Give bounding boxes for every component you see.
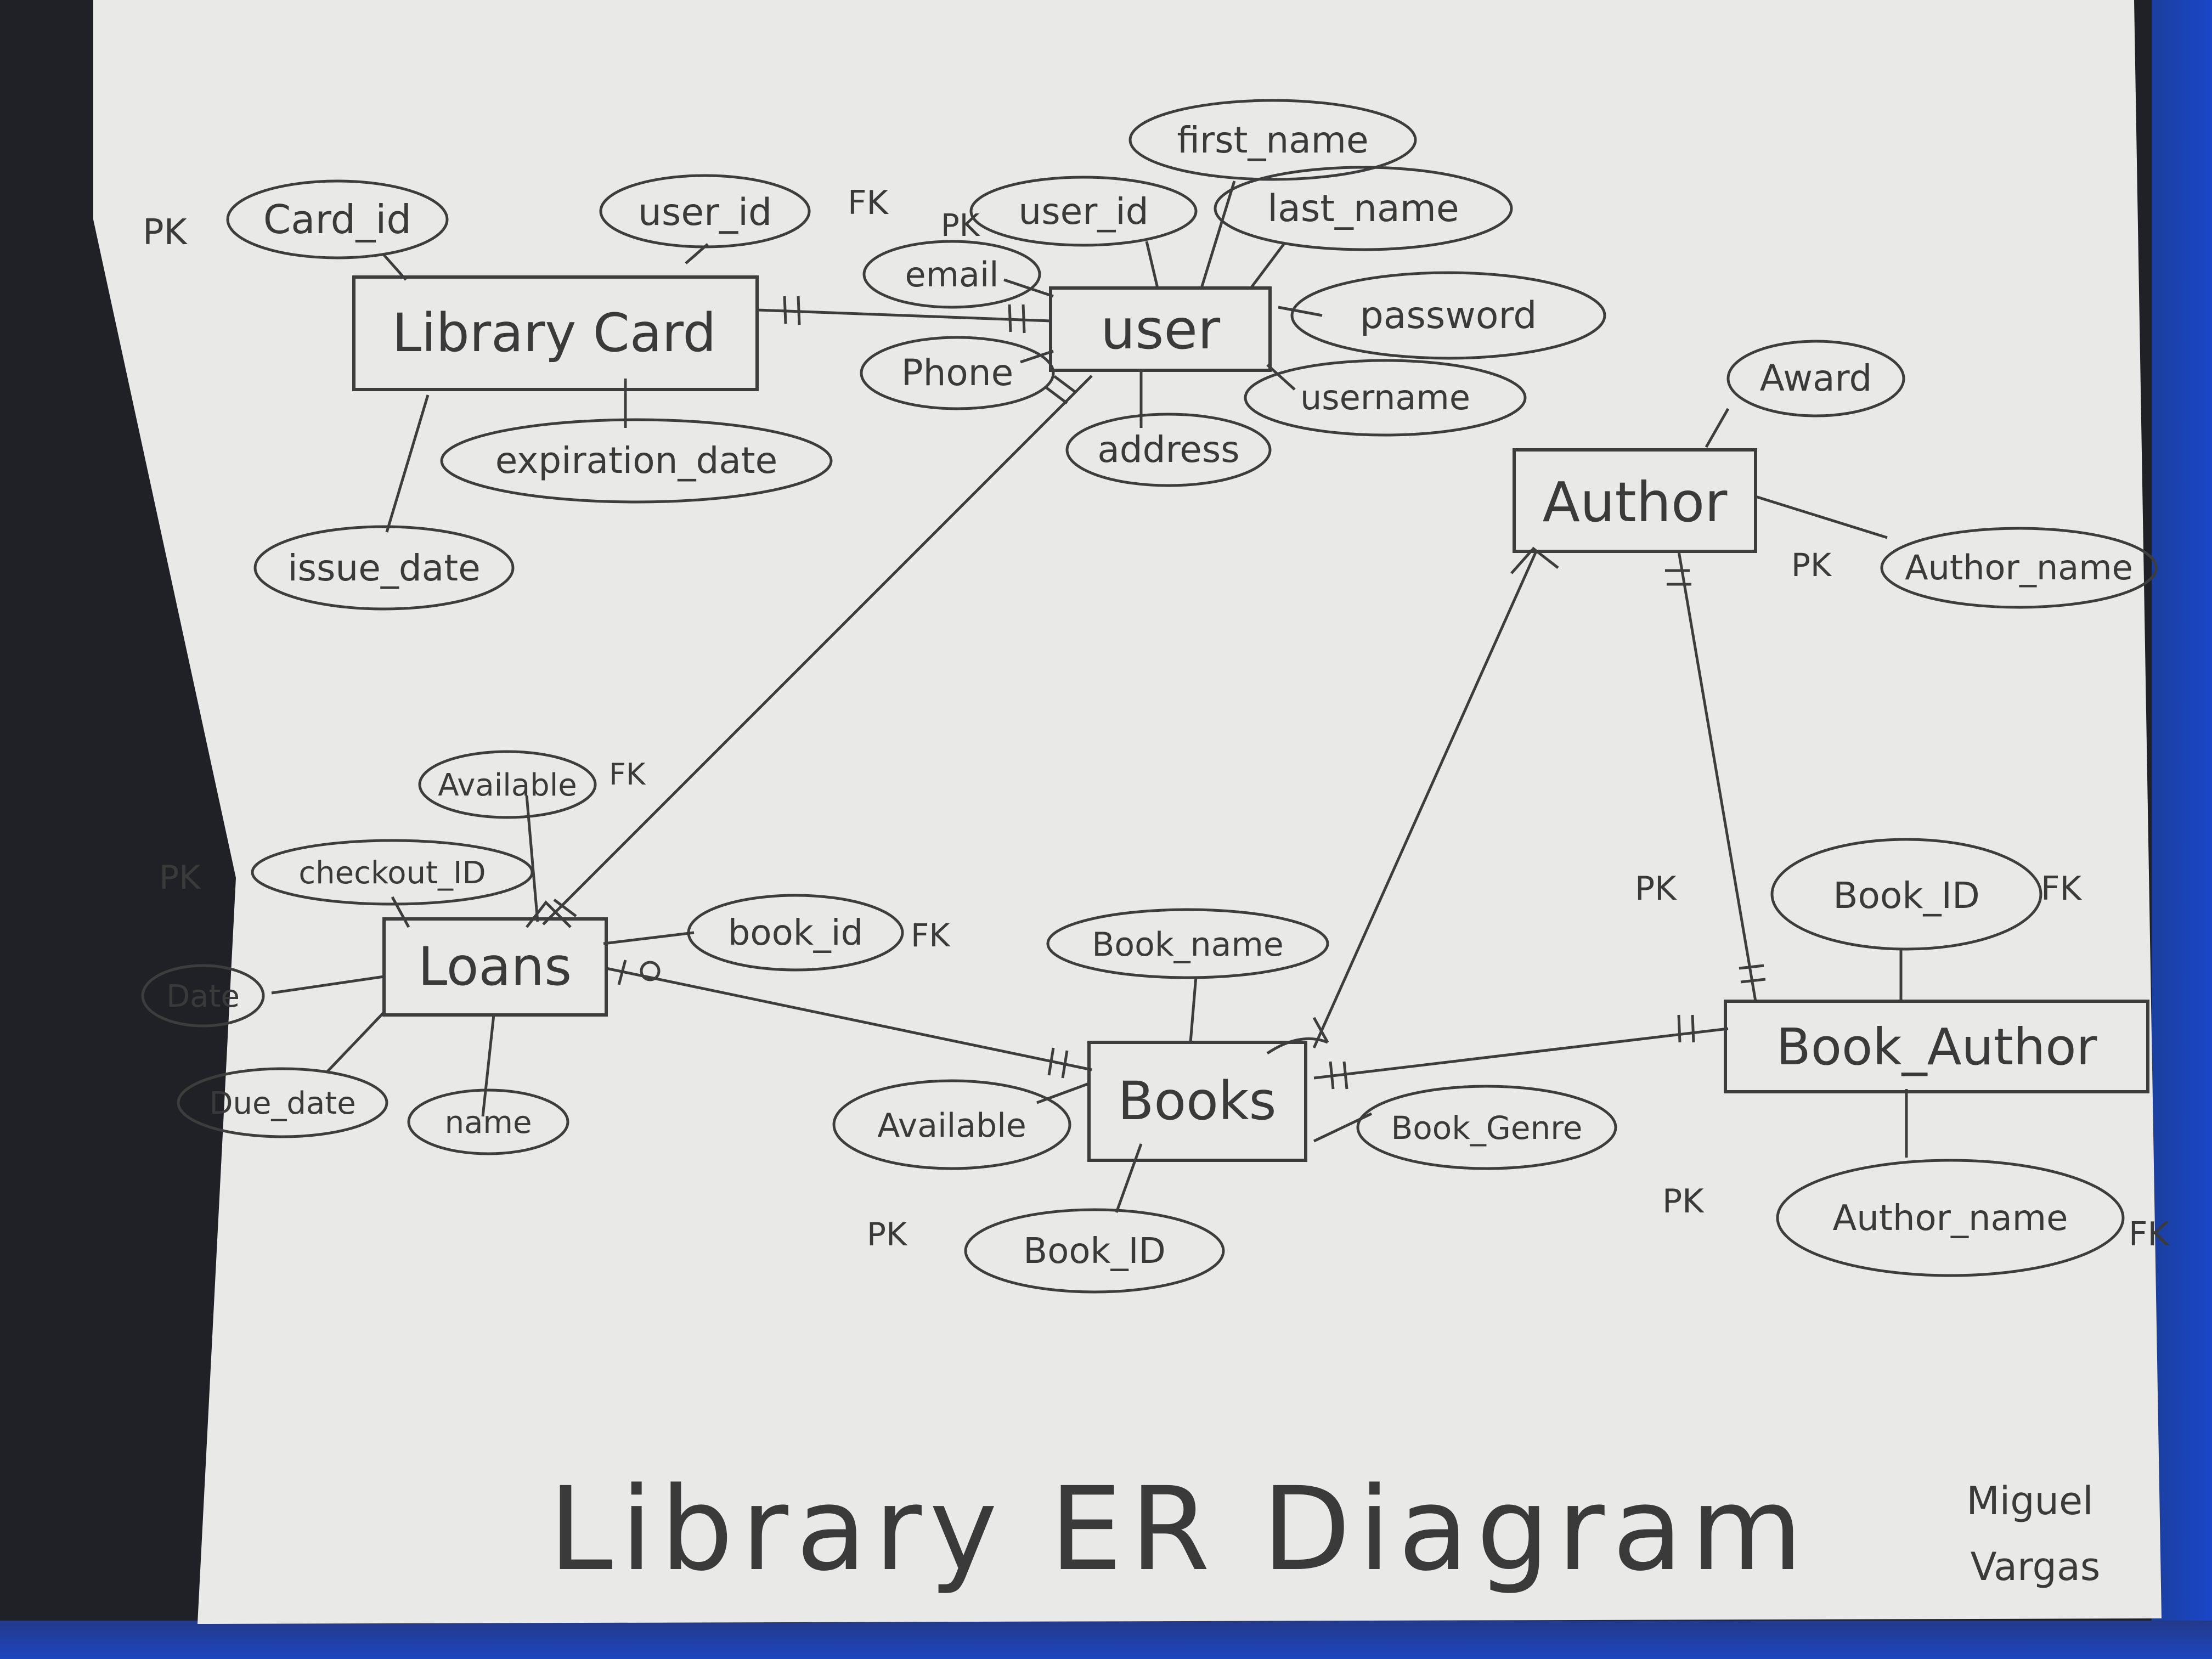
svg-text:Available: Available [438,768,577,803]
entity-book-author-label: Book_Author [1776,1018,2097,1076]
svg-text:Book_ID: Book_ID [1833,874,1980,917]
svg-text:expiration_date: expiration_date [495,439,778,482]
rel-books-author [1312,550,1538,1049]
rel-loans-books [606,967,1092,1071]
attribute-last-name: last_name [1214,166,1513,251]
pk-label-ba-book-id: PK [1635,870,1677,908]
rel-books-bookauthor [1313,1027,1729,1080]
attribute-first-name: first_name [1128,99,1417,181]
diagram-title: Library ER Diagram [549,1462,1810,1596]
svg-text:Card_id: Card_id [263,196,411,242]
signature-line-1: Miguel [1966,1479,2093,1523]
key-labels: PK FK PK PK FK PK FK PK PK FK PK FK [143,184,2170,1254]
attribute-checkout-id: checkout_ID [251,839,534,906]
attribute-expiration-date: expiration_date [440,418,833,504]
svg-text:user_id: user_id [1018,190,1148,233]
fk-label-l-book-id: FK [911,917,951,954]
entity-author-label: Author [1543,470,1728,534]
svg-text:Book_ID: Book_ID [1023,1231,1165,1272]
attribute-lc-user-id: user_id [599,174,811,249]
rel-user-loans [542,375,1093,926]
entity-library-card: Library Card [352,275,759,391]
attribute-book-name: Book_name [1046,908,1329,979]
attribute-l-name: name [407,1088,569,1155]
rel-librarycard-user [757,308,1051,323]
svg-text:Author_name: Author_name [1905,548,2133,588]
pk-label-checkout-id: PK [159,859,201,897]
svg-text:Author_name: Author_name [1833,1198,2068,1239]
attribute-card-id: Card_id [226,179,449,259]
entity-loans: Loans [382,917,608,1017]
entity-loans-label: Loans [418,936,572,997]
svg-text:Book_Genre: Book_Genre [1391,1109,1583,1147]
paper-sheet [93,0,2162,1624]
attribute-ba-book-id: Book_ID [1770,838,2042,951]
svg-text:first_name: first_name [1177,119,1368,161]
svg-text:Available: Available [877,1107,1026,1145]
fk-label-ba-book-id: FK [2041,870,2083,908]
attribute-phone: Phone [860,336,1055,410]
fk-label-l-available: FK [609,757,646,792]
svg-text:Book_name: Book_name [1092,926,1283,964]
entity-library-card-label: Library Card [392,302,716,364]
attribute-u-user-id: user_id [969,176,1198,247]
attribute-b-book-id: Book_ID [964,1208,1225,1294]
attribute-award: Award [1726,340,1905,417]
svg-text:address: address [1097,428,1239,471]
svg-text:username: username [1300,377,1470,417]
attribute-issue-date: issue_date [253,525,515,611]
svg-text:last_name: last_name [1267,187,1459,230]
cardinality-marks [526,296,1766,1090]
entity-author: Author [1513,448,1757,553]
entity-user-label: user [1101,297,1221,362]
blue-desk-background-bottom [0,1621,2212,1659]
attribute-l-available: Available [418,750,597,819]
attribute-b-available: Available [832,1079,1071,1170]
attribute-author-name-a: Author_name [1880,527,2158,609]
svg-text:Date: Date [166,979,240,1014]
svg-text:name: name [445,1105,532,1141]
attribute-due-date: Due_date [177,1067,388,1138]
svg-text:book_id: book_id [728,913,863,953]
svg-text:Phone: Phone [901,352,1013,394]
attribute-email: email [862,240,1041,309]
entity-user: user [1049,286,1272,372]
pk-label-ba-author-name: PK [1662,1182,1705,1221]
signature-line-2: Vargas [1971,1544,2101,1589]
attribute-username: username [1244,359,1527,437]
svg-text:email: email [905,255,999,295]
svg-text:Award: Award [1760,357,1872,399]
attribute-date: Date [141,964,265,1028]
pk-label-card-id: PK [143,212,188,253]
blue-desk-background [2152,0,2212,1659]
svg-text:Due_date: Due_date [209,1086,356,1121]
pk-label-u-user-id: PK [941,208,980,244]
svg-text:user_id: user_id [638,191,772,234]
fk-label-lc-user-id: FK [848,184,889,222]
attribute-address: address [1065,413,1272,487]
svg-text:checkout_ID: checkout_ID [298,855,486,891]
fk-label-ba-author-name: FK [2129,1215,2170,1254]
entity-books-label: Books [1118,1070,1277,1132]
svg-text:issue_date: issue_date [287,547,480,589]
pk-label-b-book-id: PK [867,1216,908,1253]
attribute-password: password [1290,271,1606,360]
attribute-ba-author-name: Author_name [1776,1159,2125,1277]
entity-book-author: Book_Author [1724,1000,2149,1093]
pk-label-author-name: PK [1791,546,1832,584]
svg-text:password: password [1360,294,1537,337]
attribute-book-genre: Book_Genre [1356,1085,1617,1170]
entity-books: Books [1087,1041,1307,1162]
rel-author-bookauthor [1677,551,1757,1002]
attribute-l-book-id: book_id [687,894,904,972]
